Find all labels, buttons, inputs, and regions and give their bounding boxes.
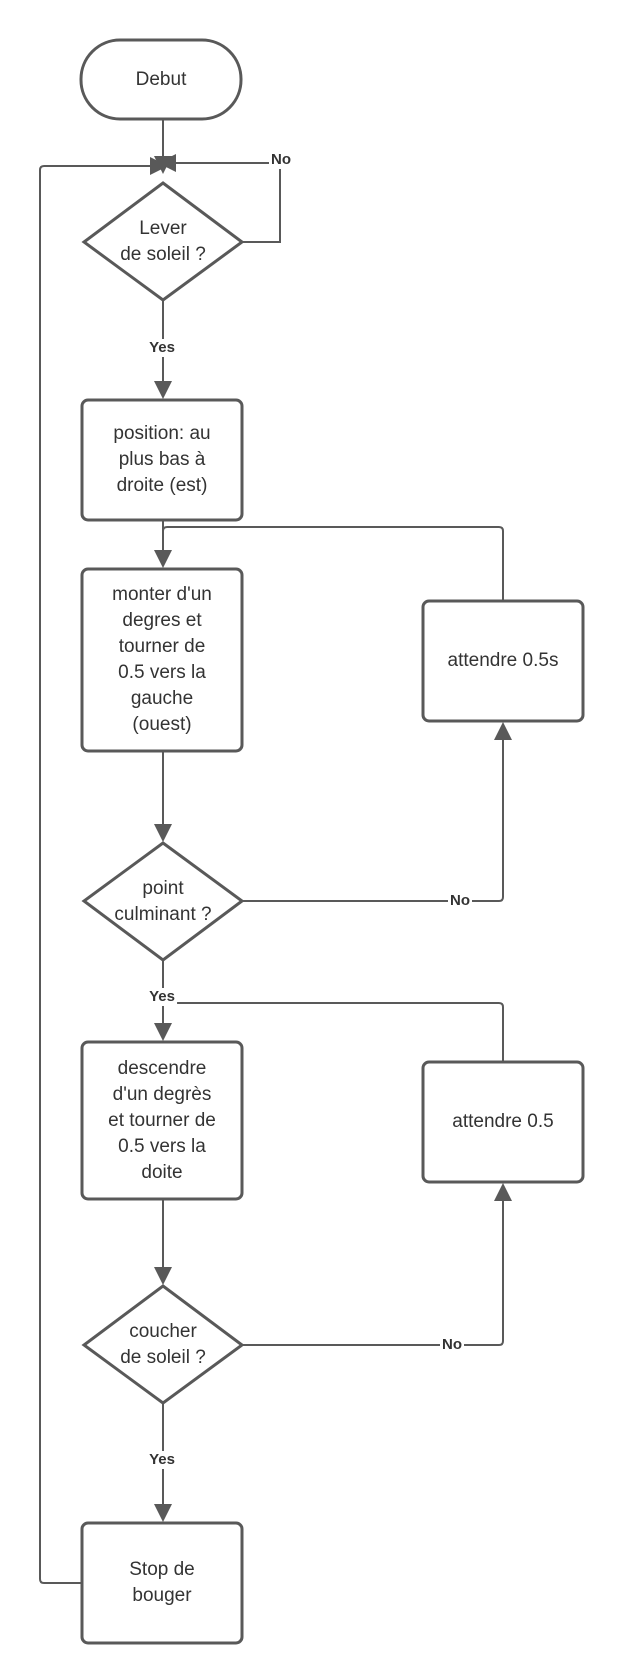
coucher-soleil-line-1: coucher [129,1321,197,1342]
descendre-lines: descendre d'un degrès et tourner de 0.5 … [108,1056,216,1186]
arrowhead-into-descendre [154,1023,172,1041]
edge-attendre2-return [163,1002,504,1062]
arrowhead-into-attendre1 [494,722,512,740]
stop-line-2: bouger [132,1585,192,1606]
edge-label-coucher-yes: Yes [147,1451,177,1469]
arrowhead-into-monter [154,550,172,568]
descendre-line-5: doite [141,1161,183,1183]
point-culminant-line-2: culminant ? [114,904,212,925]
edge-label-coucher-no: No [440,1336,464,1354]
edge-culminant-no [242,740,504,902]
point-culminant-label: point culminant ? [84,845,242,959]
lever-soleil-label: Lever de soleil ? [84,185,242,299]
attendre-2-line-1: attendre 0.5 [452,1111,554,1132]
stop-label: Stop de bouger [82,1523,242,1643]
arrowhead-into-culminant [154,824,172,842]
edge-stop-return [39,165,150,1584]
monter-label: monter d'un degres et tourner de 0.5 ver… [82,569,242,751]
edge-label-culminant-no: No [448,892,472,910]
descendre-line-4: 0.5 vers la [118,1135,206,1157]
descendre-line-2: d'un degrès [112,1083,212,1105]
arrowhead-into-stop [154,1504,172,1522]
debut-node [79,38,243,121]
edge-lever-no-loop [176,162,281,243]
position-label: position: au plus bas à droite (est) [82,400,242,520]
monter-line-4: 0.5 vers la [118,662,206,683]
edge-label-lever-no: No [269,151,293,169]
attendre-2-lines: attendre 0.5 [452,1109,553,1135]
coucher-soleil-label: coucher de soleil ? [84,1288,242,1402]
coucher-soleil-line-2: de soleil ? [120,1347,206,1368]
descendre-label: descendre d'un degrès et tourner de 0.5 … [82,1042,242,1199]
lever-soleil-line-1: Lever [139,218,187,239]
edge-coucher-no [242,1201,504,1346]
coucher-soleil-lines: coucher de soleil ? [120,1319,206,1371]
descendre-line-1: descendre [117,1057,207,1079]
stop-line-1: Stop de [129,1559,195,1580]
monter-line-5: gauche [130,688,194,709]
position-line-3: droite (est) [116,475,208,496]
monter-line-3: tourner de [118,636,206,657]
edge-label-lever-yes: Yes [147,339,177,357]
lever-soleil-line-2: de soleil ? [120,244,206,265]
arrowhead-into-attendre2 [494,1183,512,1201]
descendre-line-3: et tourner de [108,1109,216,1131]
attendre-1-lines: attendre 0.5s [448,648,559,674]
point-culminant-lines: point culminant ? [114,876,211,928]
debut-label: Debut [81,40,241,119]
position-line-2: plus bas à [118,449,206,470]
monter-line-1: monter d'un [112,584,212,605]
debut-lines: Debut [136,67,187,93]
arrowhead-no-loop [158,154,176,172]
arrowhead-into-coucher [154,1267,172,1285]
attendre-2-label: attendre 0.5 [423,1062,583,1182]
position-lines: position: au plus bas à droite (est) [113,421,210,499]
point-culminant-line-1: point [142,878,184,899]
arrowhead-return-left [150,157,168,175]
edge-attendre1-return [162,526,504,601]
attendre-1-line-1: attendre 0.5s [447,650,559,671]
position-line-1: position: au [113,423,211,444]
monter-lines: monter d'un degres et tourner de 0.5 ver… [112,582,212,738]
stop-lines: Stop de bouger [129,1557,195,1609]
arrowhead-into-position [154,381,172,399]
attendre-1-label: attendre 0.5s [423,601,583,721]
lever-soleil-lines: Lever de soleil ? [120,216,206,268]
debut-line-1: Debut [135,68,187,90]
edge-label-culminant-yes: Yes [147,988,177,1006]
monter-line-2: degres et [122,610,202,631]
monter-line-6: (ouest) [132,714,192,735]
